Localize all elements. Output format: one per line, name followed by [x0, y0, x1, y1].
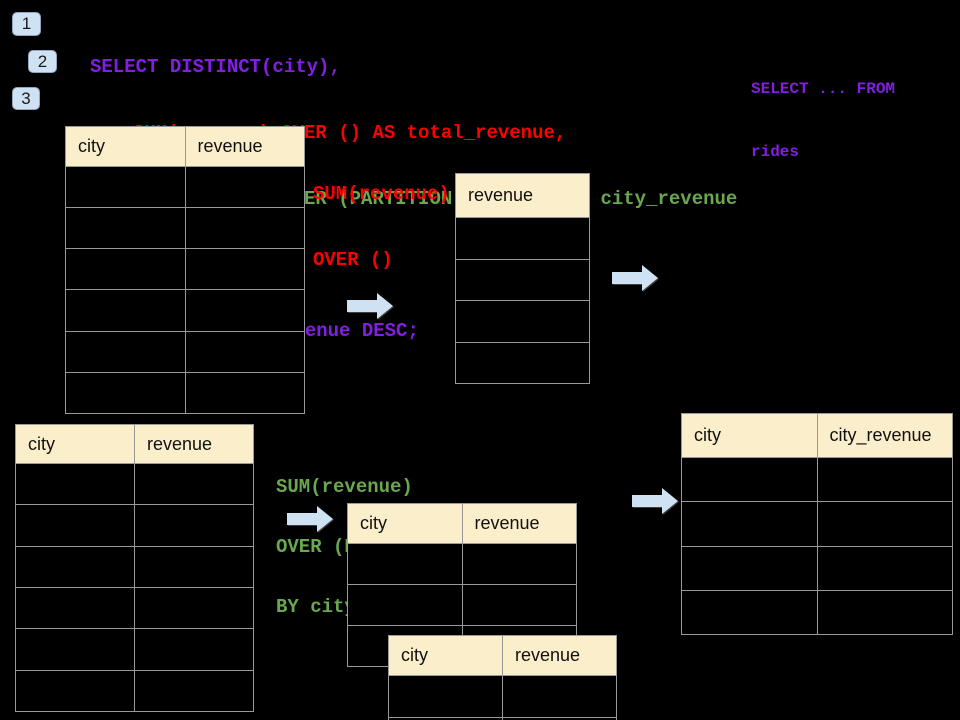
table-row	[15, 504, 254, 547]
empty-cell	[455, 300, 590, 343]
empty-cell	[455, 217, 590, 260]
arrow-right-icon	[612, 265, 658, 291]
empty-cell	[184, 371, 305, 415]
table-row	[65, 207, 305, 250]
table-row	[681, 589, 953, 636]
empty-cell	[347, 543, 463, 585]
empty-cell	[15, 545, 135, 588]
empty-cell	[134, 504, 254, 547]
empty-cell	[15, 586, 135, 630]
column-header: revenue	[184, 126, 305, 167]
empty-cell	[15, 462, 135, 506]
table-row	[15, 669, 254, 713]
table-row	[65, 371, 305, 415]
empty-cell	[681, 501, 818, 547]
empty-cell	[184, 248, 305, 291]
empty-cell	[65, 330, 186, 373]
empty-cell	[681, 545, 818, 591]
empty-cell	[681, 456, 818, 503]
column-header: city	[347, 503, 463, 544]
column-header: revenue	[134, 424, 254, 464]
table-row	[15, 462, 254, 506]
table-row	[15, 586, 254, 630]
column-header: city	[15, 424, 135, 464]
empty-cell	[455, 341, 590, 384]
table-row	[388, 716, 617, 720]
from-note-line2: rides	[751, 143, 800, 161]
table-row	[681, 456, 953, 503]
empty-cell	[461, 543, 577, 585]
empty-cell	[816, 589, 953, 636]
empty-cell	[184, 207, 305, 250]
step-badge-2: 2	[28, 50, 57, 73]
sum-over-label-line1: SUM(revenue)	[313, 183, 450, 205]
empty-cell	[816, 501, 953, 547]
empty-cell	[502, 716, 617, 720]
sql-line-select: SELECT DISTINCT(city),	[90, 56, 341, 78]
empty-cell	[15, 628, 135, 671]
table-row	[455, 217, 590, 260]
arrow-right-icon	[347, 293, 393, 319]
empty-cell	[347, 584, 463, 626]
table-row	[15, 545, 254, 588]
column-header: city	[681, 413, 818, 458]
empty-cell	[134, 586, 254, 630]
empty-cell	[15, 669, 135, 713]
column-header: revenue	[455, 173, 590, 218]
empty-cell	[184, 289, 305, 332]
table-row	[65, 330, 305, 373]
table-row	[455, 258, 590, 301]
empty-cell	[816, 545, 953, 591]
sum-over-label: SUM(revenue) OVER ()	[313, 139, 450, 315]
empty-cell	[455, 258, 590, 301]
empty-cell	[461, 584, 577, 626]
empty-cell	[184, 330, 305, 373]
table-row	[65, 165, 305, 209]
empty-cell	[65, 289, 186, 332]
step-badge-3: 3	[12, 87, 40, 110]
empty-cell	[184, 165, 305, 209]
empty-cell	[65, 248, 186, 291]
empty-cell	[681, 589, 818, 636]
empty-cell	[65, 371, 186, 415]
column-header: city_revenue	[816, 413, 953, 458]
column-header: city	[65, 126, 186, 167]
empty-cell	[15, 504, 135, 547]
table-row	[388, 675, 617, 718]
table-row	[65, 289, 305, 332]
table-row	[681, 501, 953, 547]
empty-cell	[134, 545, 254, 588]
empty-cell	[502, 675, 617, 718]
empty-cell	[134, 462, 254, 506]
table-row	[455, 341, 590, 384]
table-row	[347, 584, 577, 626]
arrow-right-icon	[287, 506, 333, 532]
table-row	[15, 628, 254, 671]
empty-cell	[65, 165, 186, 209]
column-header: revenue	[461, 503, 577, 544]
column-header: revenue	[502, 635, 617, 676]
table-row	[455, 300, 590, 343]
table-row	[65, 248, 305, 291]
step-badge-1: 1	[12, 12, 41, 36]
arrow-right-icon	[632, 488, 678, 514]
empty-cell	[816, 456, 953, 503]
table-row	[347, 543, 577, 585]
from-rides-note: SELECT ... FROM rides	[751, 37, 895, 205]
table-row	[681, 545, 953, 591]
empty-cell	[388, 675, 503, 718]
empty-cell	[134, 628, 254, 671]
from-note-line1: SELECT ... FROM	[751, 80, 896, 98]
total-revenue-table: revenue	[455, 173, 590, 384]
empty-cell	[65, 207, 186, 250]
partition-label-line1: SUM(revenue)	[276, 476, 413, 498]
column-header: city	[388, 635, 503, 676]
sum-over-label-line2: OVER ()	[313, 249, 393, 271]
empty-cell	[134, 669, 254, 713]
